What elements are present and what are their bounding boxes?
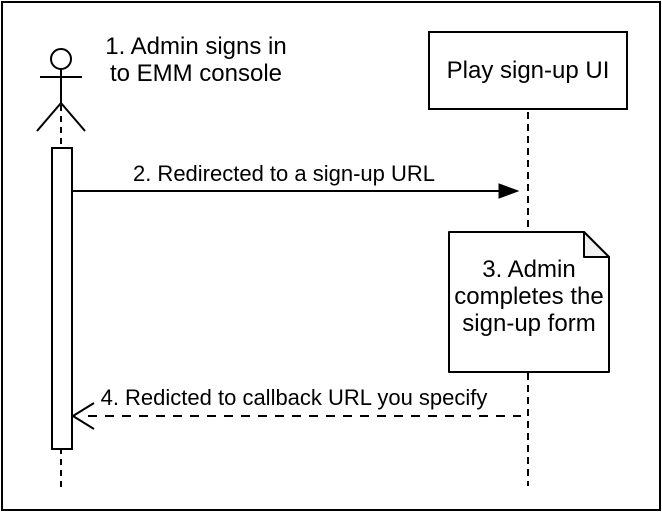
message-4-label: 4. Redicted to callback URL you specify bbox=[100, 385, 488, 410]
actor-right-leg bbox=[60, 102, 86, 132]
message-4-arrow bbox=[72, 402, 521, 430]
actor-label-line2: to EMM console bbox=[109, 60, 283, 87]
participant-label: Play sign-up UI bbox=[446, 56, 610, 84]
message-2-label: 2. Redirected to a sign-up URL bbox=[132, 161, 436, 186]
open-arrowhead-icon bbox=[72, 402, 95, 430]
stick-figure-icon bbox=[36, 48, 86, 132]
actor-head bbox=[50, 48, 72, 70]
note-label-line2: completes the bbox=[454, 283, 604, 310]
activation-bar bbox=[51, 147, 73, 450]
note-shape bbox=[448, 231, 610, 373]
note-label: 3. Admin completes the sign-up form bbox=[449, 256, 609, 337]
note-label-line3: sign-up form bbox=[462, 310, 596, 337]
note-fold-icon bbox=[583, 231, 610, 258]
note-label-line1: 3. Admin bbox=[482, 256, 576, 283]
filled-arrowhead-icon bbox=[498, 183, 520, 199]
actor-label-line1: 1. Admin signs in bbox=[105, 33, 287, 60]
actor-left-leg bbox=[36, 102, 62, 132]
actor-label: 1. Admin signs in to EMM console bbox=[96, 33, 296, 87]
message-2-arrow bbox=[72, 183, 520, 199]
participant-box: Play sign-up UI bbox=[428, 31, 628, 110]
